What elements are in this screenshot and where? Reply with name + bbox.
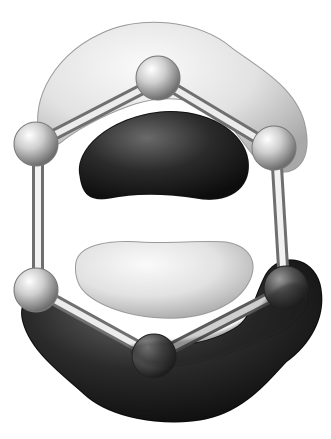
atom-bottom-left — [13, 267, 59, 313]
lower-negative-lobe-overlay — [130, 283, 308, 367]
atom-top-right — [251, 125, 297, 171]
atom-top — [135, 55, 181, 101]
inner-positive-lobe — [74, 240, 254, 319]
inner-negative-lobe — [78, 111, 249, 200]
atom-top-left — [13, 121, 59, 167]
